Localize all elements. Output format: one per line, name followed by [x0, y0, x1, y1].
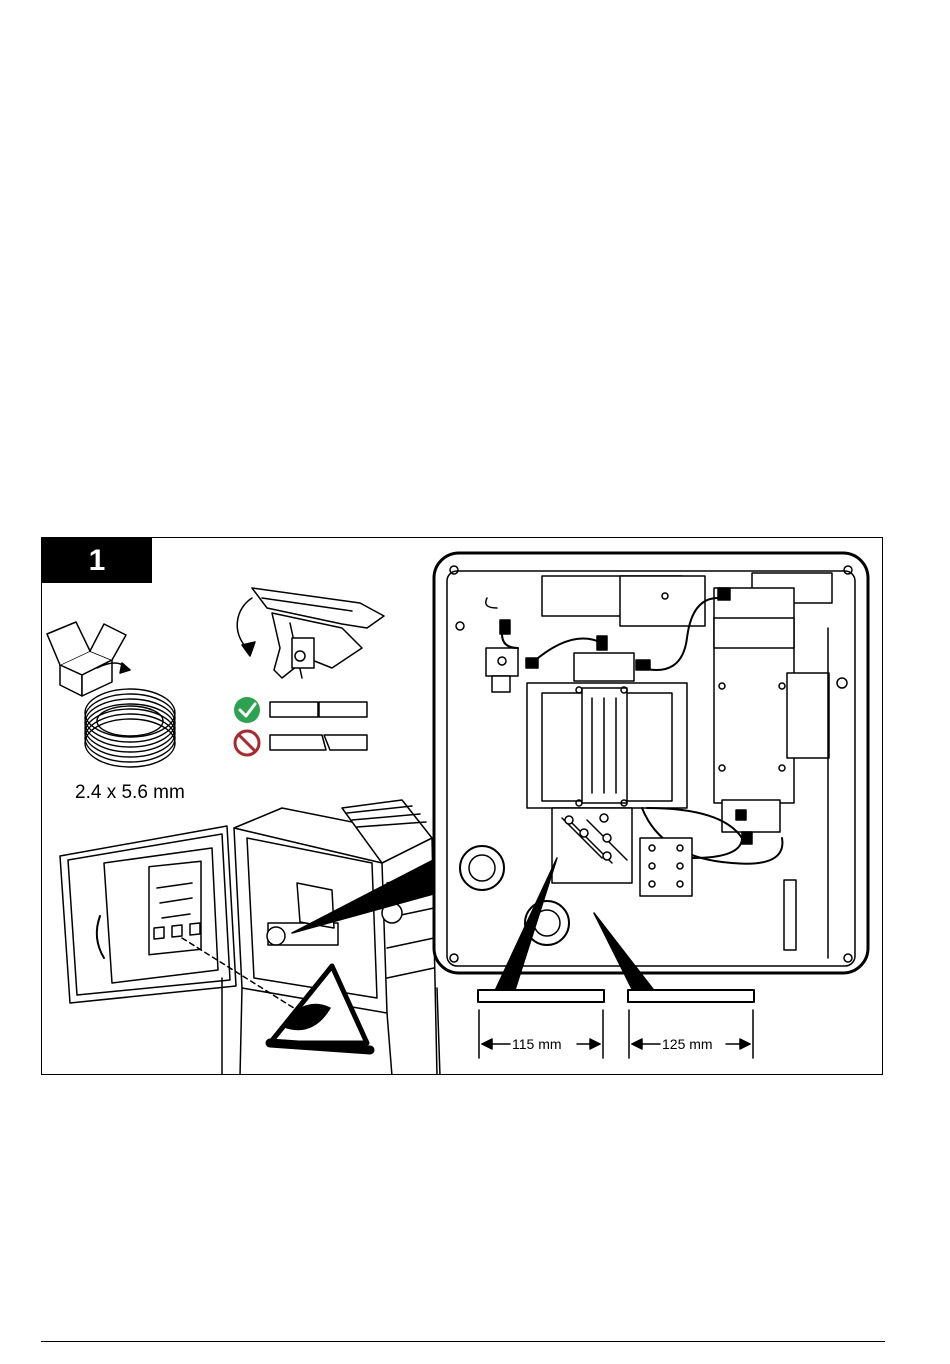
tube-cutter-icon — [237, 588, 384, 678]
analyzer-panel-detail — [434, 553, 868, 993]
check-icon — [234, 697, 260, 723]
footer-divider — [41, 1341, 885, 1342]
tubing-dimension-label: 2.4 x 5.6 mm — [75, 782, 185, 803]
tubing-coil-icon — [85, 689, 175, 767]
step-number-badge: 1 — [42, 538, 152, 583]
correct-cut-indicator — [234, 697, 367, 723]
installation-step-figure: 2.4 x 5.6 mm — [41, 537, 883, 1075]
analyzer-open-door-view — [60, 800, 440, 1075]
open-box-icon — [47, 622, 130, 696]
installation-illustration: 2.4 x 5.6 mm — [42, 538, 883, 1075]
length-value-125: 125 mm — [662, 1036, 713, 1052]
incorrect-cut-indicator — [235, 731, 367, 755]
length-value-115: 115 mm — [512, 1036, 562, 1052]
